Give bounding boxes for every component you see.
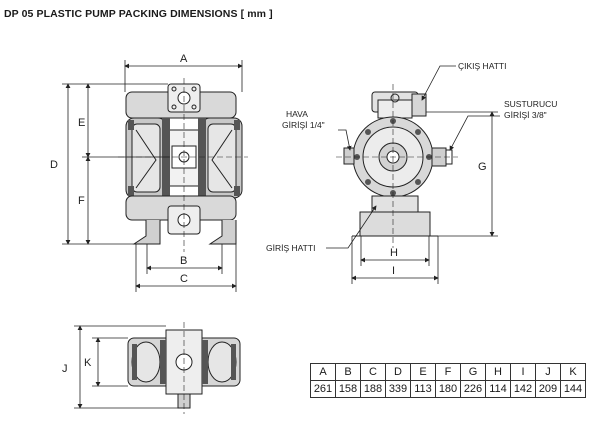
- table-row: 261 158 188 339 113 180 226 114 142 209 …: [310, 380, 586, 398]
- callout-outlet: ÇIKIŞ HATTI: [458, 61, 507, 71]
- table-header-cell: A: [310, 363, 336, 381]
- table-cell: 180: [435, 380, 461, 398]
- table-cell: 114: [485, 380, 511, 398]
- top-view-dimensions: [74, 325, 178, 409]
- table-header-cell: C: [360, 363, 386, 381]
- table-header-row: A B C D E F G H I J K: [310, 363, 586, 381]
- top-view: [127, 322, 241, 414]
- table-cell: 188: [360, 380, 386, 398]
- dim-label-h: H: [390, 247, 398, 259]
- table-header-cell: B: [335, 363, 361, 381]
- front-view-dimensions: [62, 60, 243, 292]
- table-header-cell: F: [435, 363, 461, 381]
- table-cell: 261: [310, 380, 336, 398]
- callout-inlet: GİRİŞ HATTI: [266, 243, 315, 253]
- dimensions-table: A B C D E F G H I J K 261 158 188 339 11…: [310, 363, 586, 398]
- table-cell: 158: [335, 380, 361, 398]
- table-header-cell: K: [560, 363, 586, 381]
- table-cell: 339: [385, 380, 411, 398]
- table-cell: 142: [510, 380, 536, 398]
- table-cell: 209: [535, 380, 561, 398]
- callout-muffler-line2: GİRİŞİ 3/8": [504, 110, 547, 120]
- dim-label-f: F: [78, 195, 85, 207]
- table-header-cell: H: [485, 363, 511, 381]
- table-header-cell: I: [510, 363, 536, 381]
- callout-muffler-line1: SUSTURUCU: [504, 99, 557, 109]
- table-header-cell: G: [460, 363, 486, 381]
- table-header-cell: D: [385, 363, 411, 381]
- callout-air-inlet-line2: GİRİŞİ 1/4": [282, 120, 325, 130]
- front-view: [118, 78, 248, 252]
- dim-label-c: C: [180, 273, 188, 285]
- dim-label-b: B: [180, 255, 187, 267]
- side-view-dimensions: [326, 65, 500, 284]
- table-cell: 226: [460, 380, 486, 398]
- dim-label-j: J: [62, 363, 68, 375]
- table-cell: 144: [560, 380, 586, 398]
- dim-label-a: A: [180, 53, 188, 65]
- table-header-cell: E: [410, 363, 436, 381]
- page-title: DP 05 PLASTIC PUMP PACKING DIMENSIONS [ …: [4, 8, 273, 20]
- dim-label-i: I: [392, 265, 395, 277]
- dim-label-d: D: [50, 159, 58, 171]
- table-cell: 113: [410, 380, 436, 398]
- side-view: [336, 84, 458, 248]
- dim-label-e: E: [78, 117, 85, 129]
- callout-air-inlet-line1: HAVA: [286, 109, 308, 119]
- dim-label-k: K: [84, 357, 92, 369]
- dim-label-g: G: [478, 161, 487, 173]
- table-header-cell: J: [535, 363, 561, 381]
